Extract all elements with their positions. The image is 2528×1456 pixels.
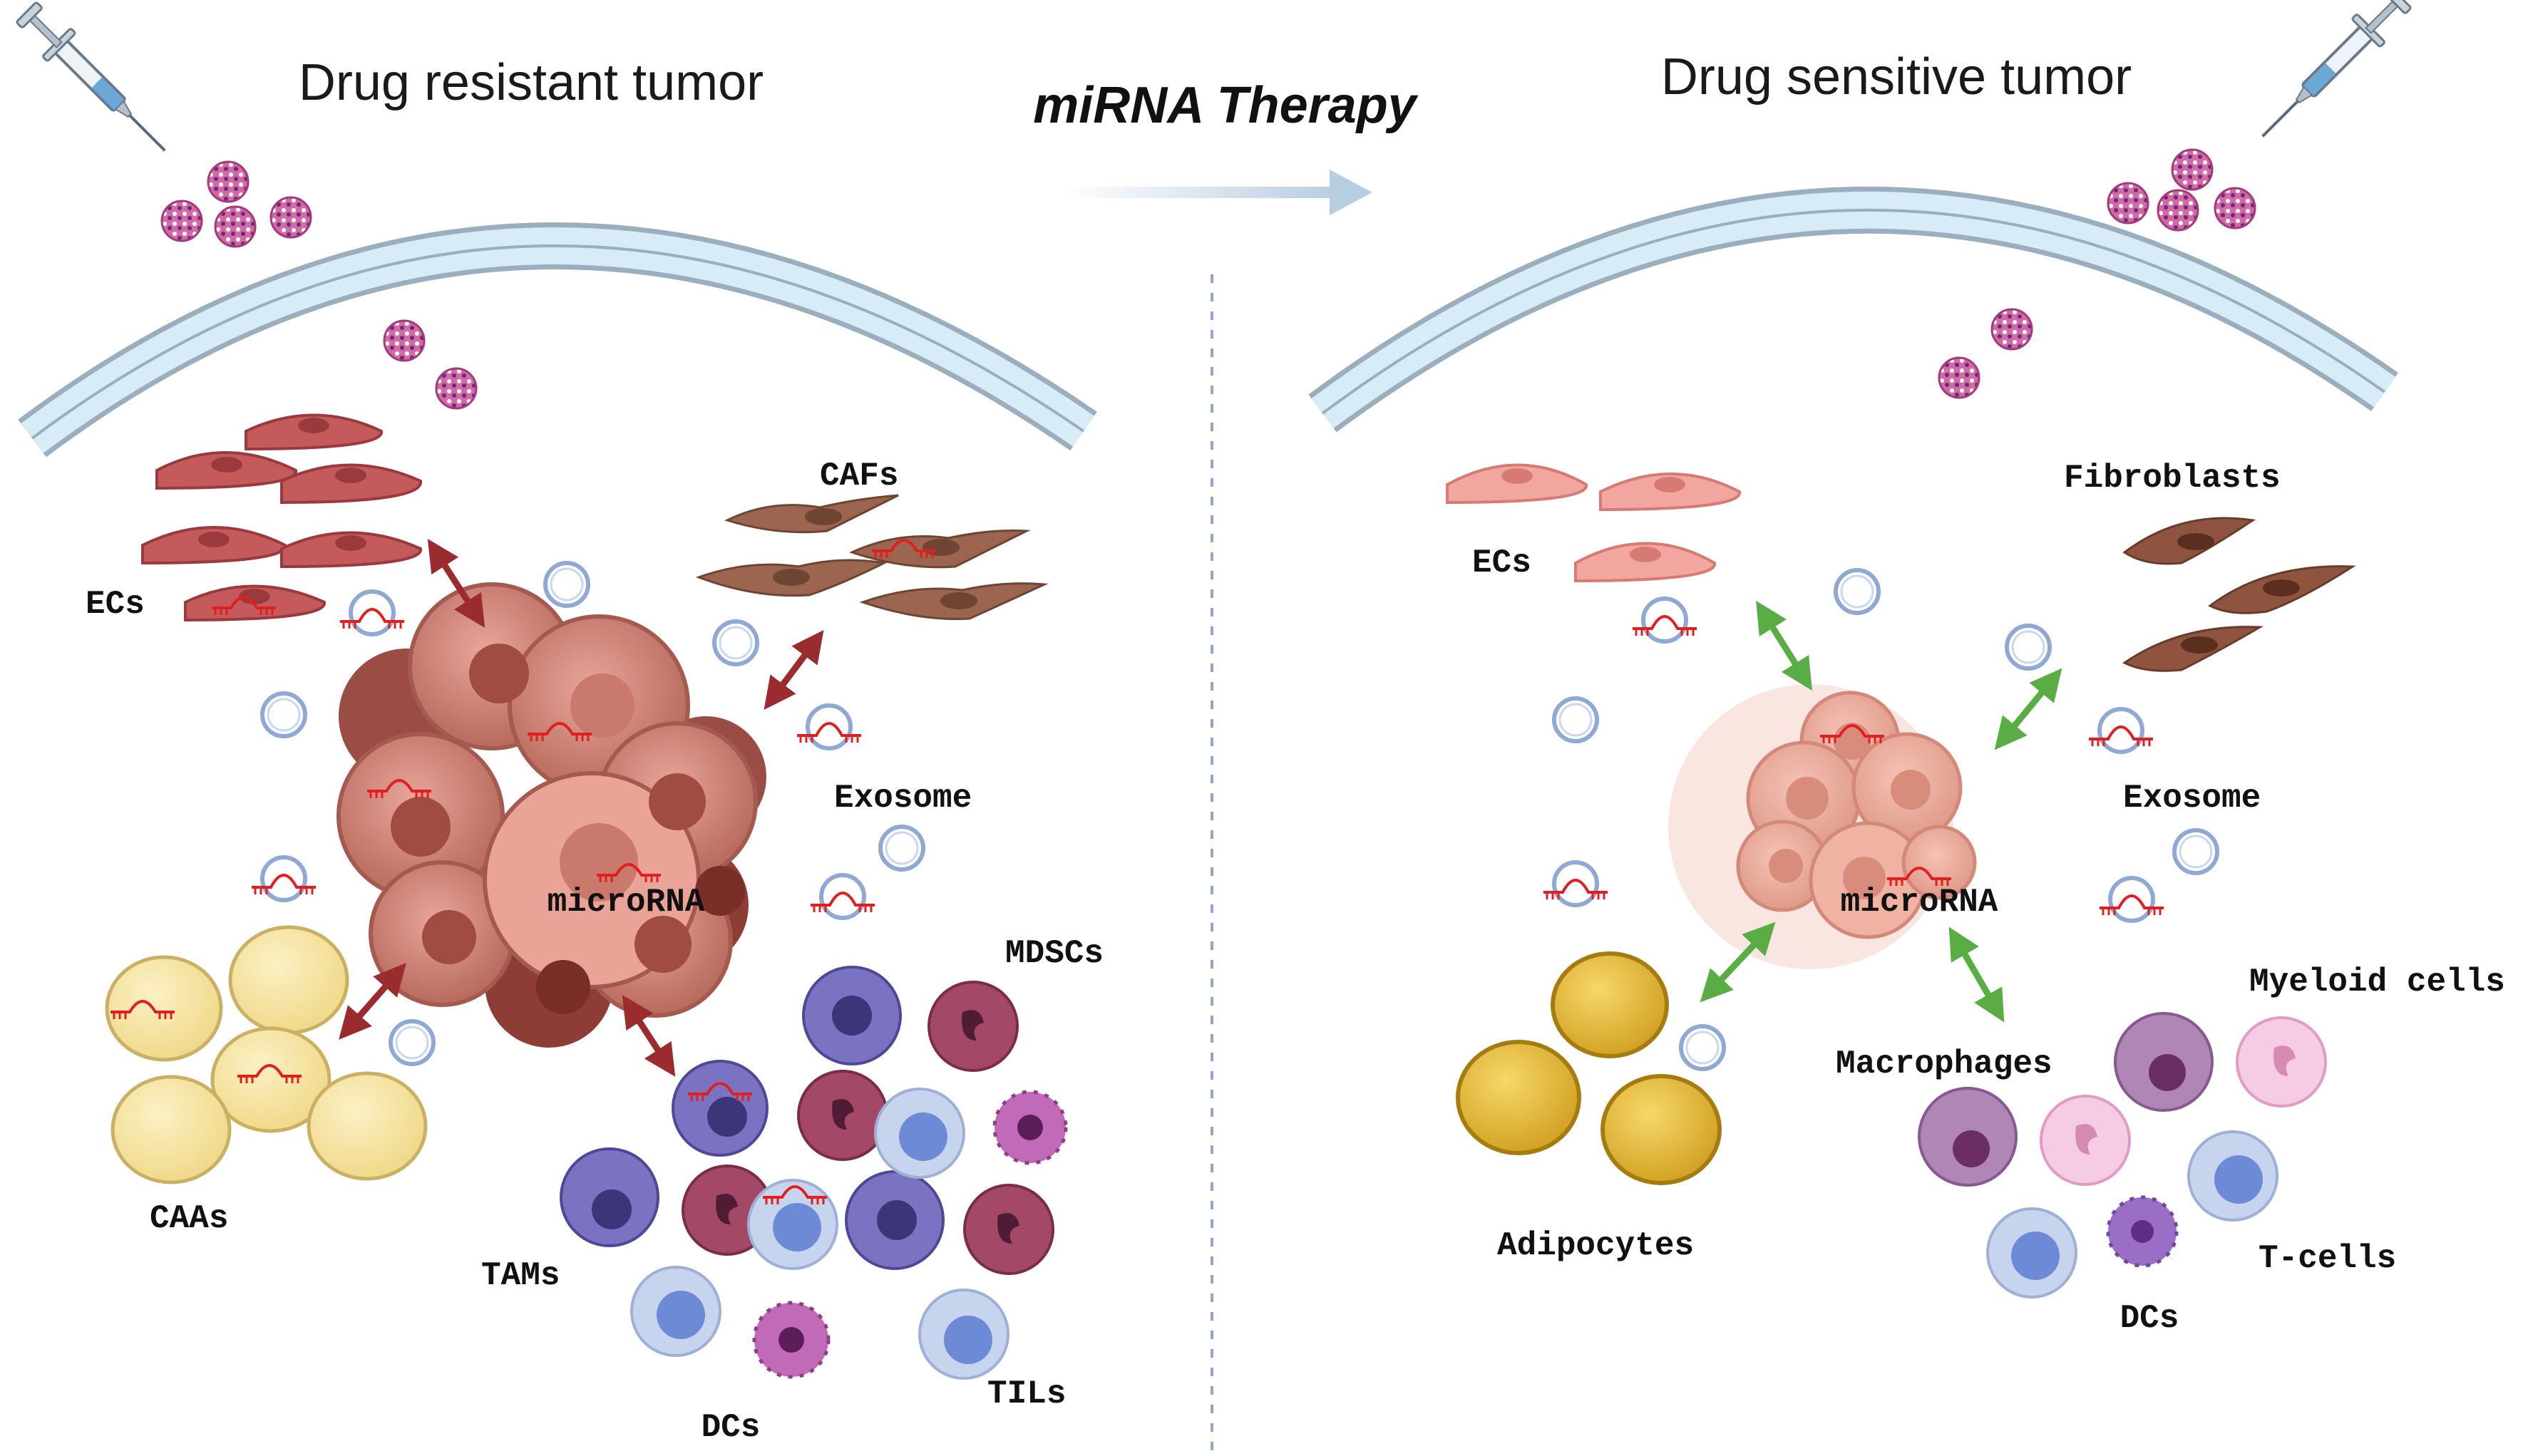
dc-cells [752,1090,1068,1379]
syringe-icon [12,0,179,165]
therapy-arrow-icon [1062,170,1372,215]
exosome-mirna-icon [2089,709,2153,752]
label-myeloid: Myeloid cells [2249,964,2505,1001]
exosome-icon [545,563,588,606]
label-caas: CAAs [150,1200,228,1237]
nanoparticle-icon [1938,356,1980,399]
nanoparticles-outside [2107,148,2256,232]
nanoparticle-icon [269,196,312,239]
label-dcs-right: DCs [2120,1300,2179,1337]
left-panel: Drug resistant tumor [12,0,1104,1446]
blood-vessel-left [18,222,1097,458]
myeloid-cells [2040,1016,2327,1186]
label-exosome-right: Exosome [2123,780,2261,817]
label-exosome-left: Exosome [834,780,972,817]
label-fibroblasts: Fibroblasts [2064,460,2281,497]
exosome-icon [880,827,923,869]
right-panel: Drug sensitive tumor ECs [1308,0,2505,1337]
nanoparticle-icon [1990,308,2033,351]
exosome-mirna-icon [1633,599,1697,641]
immune-cells-right [1918,1012,2327,1298]
tam-cells [560,966,945,1270]
adipocyte-cells [1456,951,1722,1185]
label-macrophages: Macrophages [1836,1045,2052,1083]
immune-cells-left [560,966,1068,1380]
endothelial-cells [141,413,423,622]
label-adipocytes: Adipocytes [1497,1227,1694,1264]
tumor-mass-sensitive [1668,684,1977,969]
exosome-icon [1681,1026,1724,1069]
left-title: Drug resistant tumor [299,54,764,111]
nanoparticle-icon [160,200,203,242]
center-transition: miRNA Therapy [1033,77,1419,1456]
interaction-arrows-left [339,539,824,1077]
label-ecs-left: ECs [86,586,145,623]
macrophage-cells [1918,1012,2214,1187]
tumor-mass-resistant [336,582,766,1048]
exosome-icon [714,621,757,664]
til-cells [630,1088,1009,1380]
label-mdscs: MDSCs [1005,935,1104,972]
exosome-mirna-icon [2100,878,2164,921]
exosome-mirna-icon [340,592,404,634]
syringe-icon [2249,0,2415,150]
nanoparticle-icon [207,160,250,203]
nanoparticle-icon [383,319,426,362]
right-title: Drug sensitive tumor [1661,48,2132,105]
exosome-mirna-icon [811,875,875,918]
nanoparticles-outside [160,160,312,248]
exosome-icon [391,1021,433,1064]
exosome-mirna-icon [797,706,861,748]
caas-adipocytes [105,925,428,1184]
label-tils: TILs [987,1375,1066,1413]
therapy-label: miRNA Therapy [1033,77,1419,134]
exosome-icon [2174,830,2217,873]
label-microrna-left: microRNA [548,884,705,921]
label-tams: TAMs [481,1257,560,1294]
nanoparticle-icon [214,205,257,248]
exosome-icon [1554,698,1597,741]
interaction-arrows-right [1700,600,2062,1023]
label-ecs-right: ECs [1472,544,1531,582]
exosome-icon [2007,626,2050,668]
nanoparticle-icon [2171,148,2214,191]
nanoparticle-icon [435,367,478,410]
nanoparticle-icon [2214,187,2256,229]
t-cells [1986,1130,2278,1298]
nanoparticle-icon [2157,189,2199,232]
blood-vessel-right [1308,186,2398,433]
label-microrna-right: microRNA [1841,884,1998,921]
nanoparticle-icon [2107,182,2149,224]
exosome-icon [262,693,305,736]
mdsc-cells [682,981,1054,1275]
endothelial-cells [1446,463,1742,583]
exosome-mirna-icon [1543,862,1608,905]
label-cafs: CAFs [820,458,898,495]
label-dcs-left: DCs [702,1409,761,1446]
fibroblast-cells [2122,517,2356,672]
exosome-mirna-icon [252,857,316,900]
cafs-cells [695,494,1049,620]
dc-cells [2106,1195,2179,1268]
label-tcells: T-cells [2259,1240,2396,1277]
exosome-icon [1836,570,1879,613]
